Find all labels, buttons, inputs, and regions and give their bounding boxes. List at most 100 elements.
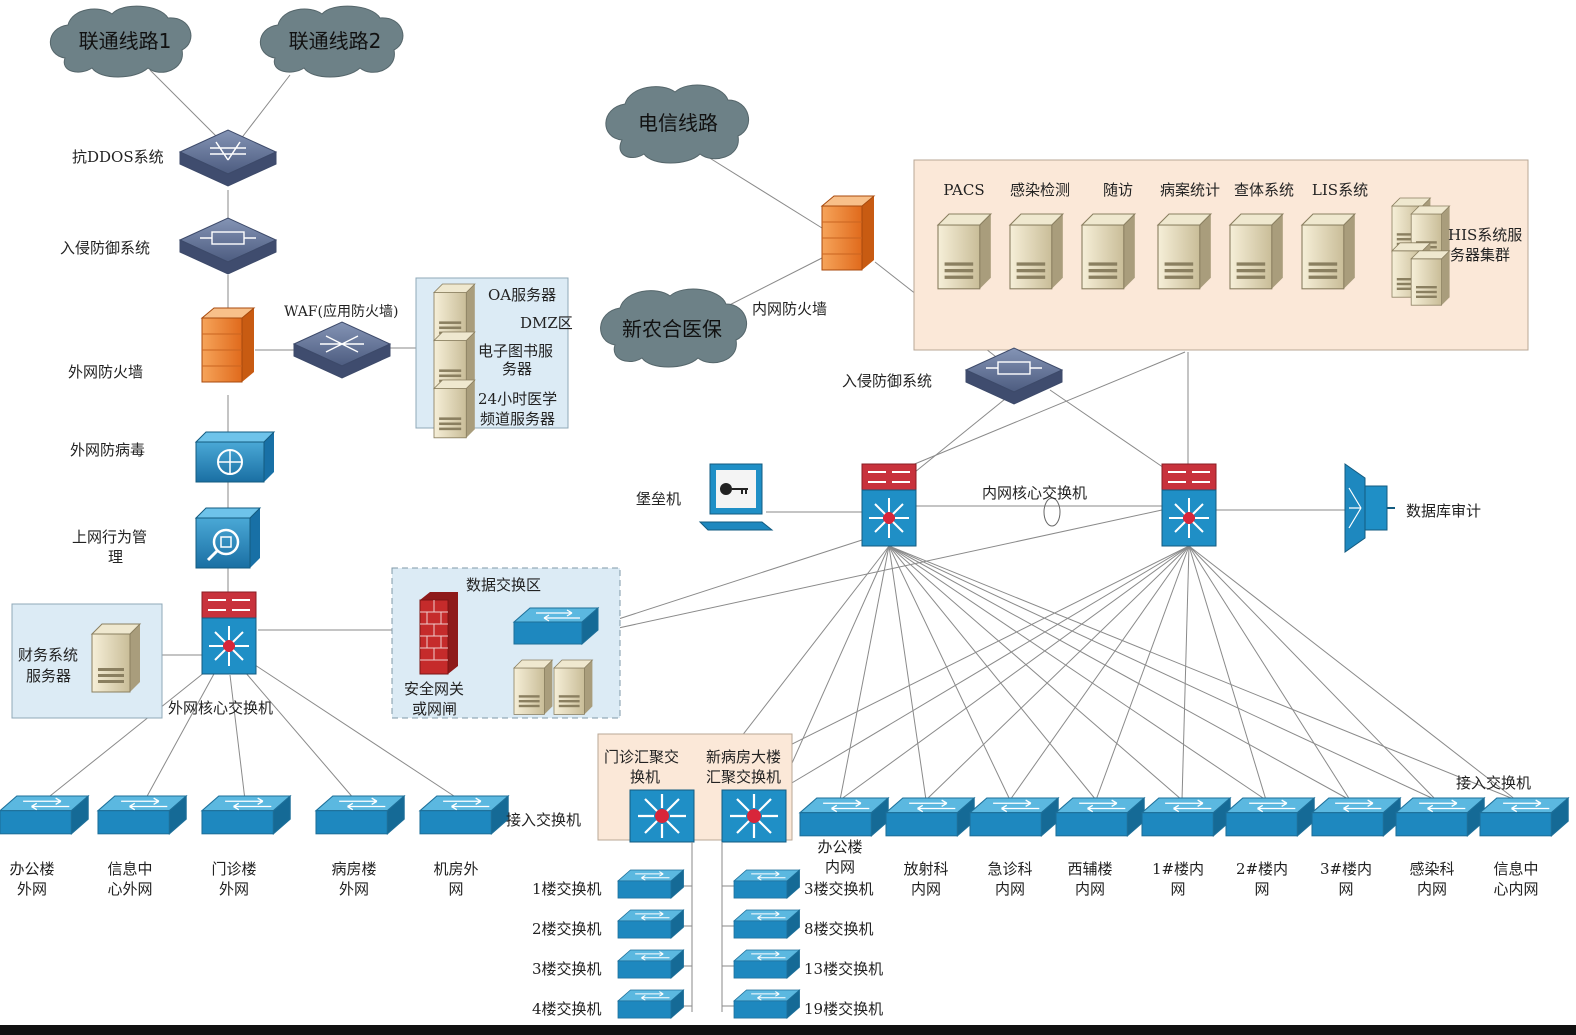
fanout-line-8: [925, 545, 1190, 801]
cloud-label-telecom: 电信线路: [638, 111, 718, 135]
external-firewall-icon: [201, 307, 255, 383]
line-dx-core2: [599, 509, 1163, 633]
label-external-antivirus: 外网防病毒: [70, 441, 145, 459]
clinic-floor-switch-3: [617, 949, 685, 979]
fanout-line-19: [888, 545, 1437, 801]
internal-core-switch-2: [1161, 463, 1217, 547]
label-internal-core: 内网核心交换机: [982, 484, 1087, 502]
finance-server-icon: [91, 623, 141, 693]
int-access-switch-3: [969, 797, 1059, 837]
line-extcore-acc1: [44, 667, 211, 801]
label-clinic-floor-3: 3楼交换机: [532, 960, 602, 978]
label-dmz-zone: DMZ区: [520, 314, 573, 332]
fanout-line-22: [1188, 545, 1517, 801]
fanout-line-11: [888, 545, 1097, 801]
clinic-floor-switch-4: [617, 989, 685, 1019]
internal-core-switch-1: [861, 463, 917, 547]
label-behavior-mgmt-1: 上网行为管: [72, 528, 147, 546]
label-int-access-1-a: 办公楼: [817, 838, 862, 856]
cloud-label-unicom-2: 联通线路2: [289, 29, 382, 53]
fanout-line-4: [779, 545, 1190, 791]
data-exchange-server-2: [553, 659, 593, 715]
line-unicom1-ddos: [149, 69, 221, 141]
label-agg-clinic-1: 门诊汇聚交: [604, 748, 679, 766]
fanout-line-6: [839, 545, 1190, 801]
bastion-host-icon: [698, 463, 774, 531]
fanout-line-20: [1188, 545, 1437, 801]
label-medical-channel-2: 频道服务器: [480, 410, 555, 428]
label-gateway-1: 安全网关: [404, 680, 464, 698]
label-ext-access-1-a: 办公楼: [9, 860, 54, 878]
cloud-unicom-2: 联通线路2: [259, 5, 404, 78]
cloud-ncms: 新农合医保: [600, 288, 747, 368]
fanout-line-15: [888, 545, 1267, 801]
internal-server-2: [1009, 213, 1064, 290]
fanout-line-21: [888, 545, 1517, 801]
label-ebook-1: 电子图书服: [478, 342, 553, 360]
fanout-line-9: [888, 545, 1011, 801]
label-clinic-floor-2: 2楼交换机: [532, 920, 602, 938]
floor-switches: 1楼交换机2楼交换机3楼交换机4楼交换机3楼交换机8楼交换机13楼交换机19楼交…: [532, 869, 883, 1019]
label-data-exchange: 数据交换区: [466, 576, 541, 594]
fanout-line-7: [888, 545, 927, 801]
label-int-access-3-b: 内网: [995, 880, 1025, 898]
label-ward-floor-1: 3楼交换机: [804, 880, 874, 898]
fanout-line-12: [1095, 545, 1190, 801]
data-exchange-server-1: [513, 659, 553, 715]
label-ext-access: 接入交换机: [506, 811, 581, 829]
int-access-switch-5: [1141, 797, 1231, 837]
label-int-access-5-b: 网: [1170, 880, 1185, 898]
int-access-switch-8: [1395, 797, 1485, 837]
label-ext-access-2-a: 信息中: [107, 860, 152, 878]
line-dx-core1: [599, 539, 863, 626]
ward-floor-switch-2: [733, 909, 801, 939]
waf-device: [293, 321, 391, 379]
label-oa-server: OA服务器: [488, 286, 556, 304]
label-medical-channel-1: 24小时医学: [478, 390, 557, 408]
fanout-line-18: [1188, 545, 1351, 801]
label-agg-clinic-2: 换机: [630, 768, 660, 786]
ext-access-switch-4: [315, 795, 405, 835]
label-ext-access-4-b: 外网: [339, 880, 369, 898]
link-aggregation-mark: [1043, 497, 1061, 527]
security-gateway-brick-icon: [419, 592, 458, 675]
label-ext-access-3-a: 门诊楼: [211, 860, 256, 878]
label-his-2: 务器集群: [1450, 246, 1510, 264]
label-ips-internal: 入侵防御系统: [842, 372, 932, 390]
label-his-1: HIS系统服: [1448, 226, 1522, 244]
ward-floor-switch-4: [733, 989, 801, 1019]
line-zone-core1: [904, 351, 1186, 469]
label-internal-server-3: 随访: [1103, 181, 1133, 199]
internal-server-3: [1081, 213, 1136, 290]
label-int-access-3-a: 急诊科: [987, 860, 1032, 878]
antivirus-device: [195, 431, 275, 483]
label-int-access-8-b: 内网: [1417, 880, 1447, 898]
internal-server-4: [1157, 213, 1212, 290]
his-cluster-icon: [1391, 197, 1450, 306]
ips-device-left: [179, 217, 277, 275]
label-int-access-7-a: 3#楼内: [1320, 860, 1372, 878]
internal-firewall-icon: [821, 195, 875, 271]
label-bastion: 堡垒机: [636, 490, 681, 508]
line-unicom2-ddos: [239, 74, 291, 141]
fanout-line-3: [779, 545, 890, 791]
label-waf: WAF(应用防火墙): [284, 303, 398, 320]
label-int-access-6-b: 网: [1254, 880, 1269, 898]
label-db-audit: 数据库审计: [1406, 502, 1481, 520]
line-telecom-intfw: [699, 151, 823, 229]
label-int-access-4-b: 内网: [1075, 880, 1105, 898]
cloud-telecom: 电信线路: [605, 84, 749, 164]
ward-floor-switch-3: [733, 949, 801, 979]
label-clinic-floor-1: 1楼交换机: [532, 880, 602, 898]
ext-access-switch-1: [0, 795, 89, 835]
label-external-core: 外网核心交换机: [168, 699, 273, 717]
clinic-floor-switch-1: [617, 869, 685, 899]
internal-server-5: [1229, 213, 1284, 290]
internal-server-1: [937, 213, 992, 290]
external-core-switch: [201, 591, 257, 675]
ext-access-switch-3: [201, 795, 291, 835]
label-finance-2: 服务器: [26, 667, 71, 685]
label-int-access-2-a: 放射科: [903, 860, 948, 878]
